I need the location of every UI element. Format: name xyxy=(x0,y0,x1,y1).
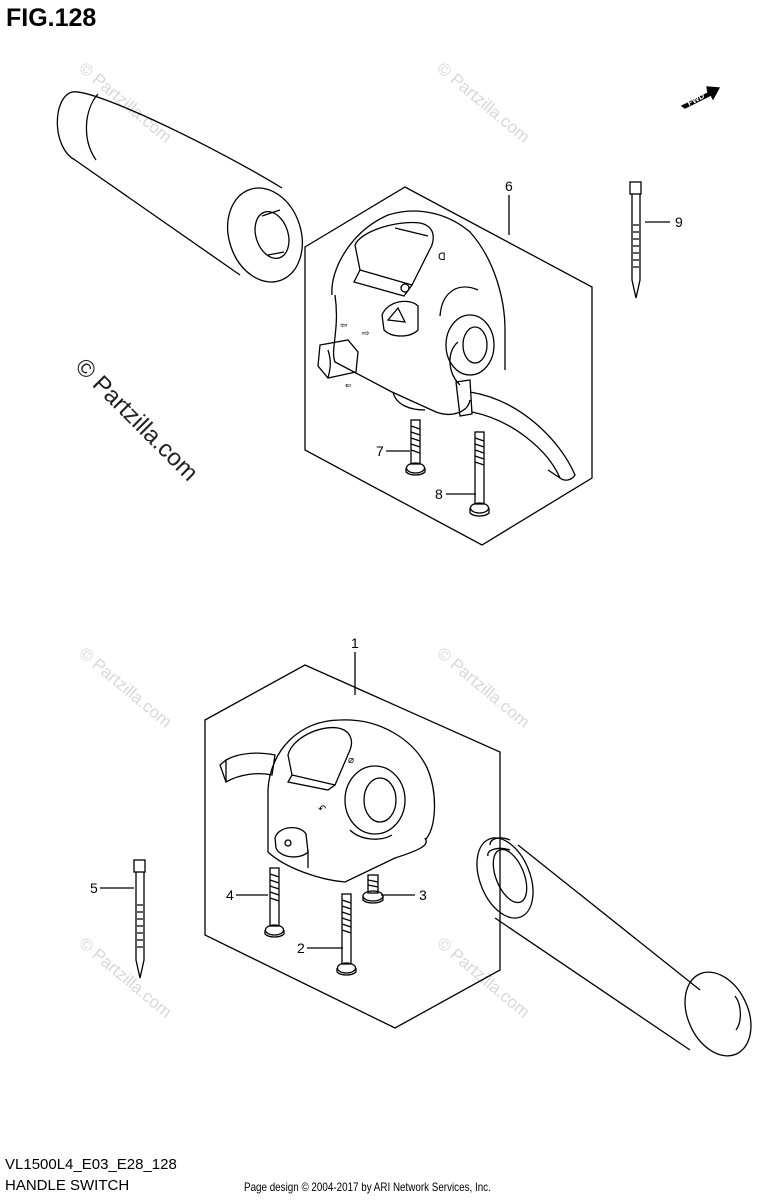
left-grip xyxy=(56,91,303,283)
callout-9: 9 xyxy=(675,214,683,230)
screw-4 xyxy=(264,867,285,938)
watermark-text: © Partzilla.com xyxy=(75,934,175,1022)
figure-name: HANDLE SWITCH xyxy=(5,1177,130,1194)
callout-8: 8 xyxy=(435,486,443,502)
left-handle-switch-box: ⌀ ↶ xyxy=(204,664,501,1029)
watermark-text: © Partzilla.com xyxy=(433,934,533,1022)
svg-text:⇐: ⇐ xyxy=(345,381,352,390)
watermark-text: © Partzilla.com xyxy=(75,59,175,147)
cable-tie-9 xyxy=(629,181,642,299)
callout-1: 1 xyxy=(351,635,359,651)
callout-2: 2 xyxy=(297,940,305,956)
callout-3: 3 xyxy=(419,887,427,903)
watermark-text: © Partzilla.com xyxy=(433,59,533,147)
watermark-text: © Partzilla.com xyxy=(433,644,533,732)
callout-numbers: 1 2 3 4 5 6 7 8 9 xyxy=(90,178,683,956)
callout-6: 6 xyxy=(505,178,513,194)
page-credit: Page design © 2004-2017 by ARI Network S… xyxy=(244,1180,491,1194)
svg-text:⌀: ⌀ xyxy=(348,755,354,766)
figure-title: FIG.128 xyxy=(6,4,97,32)
right-handle-switch-box: ᗡ ⇦ ⇨ ⇐ xyxy=(304,186,593,546)
screw-3 xyxy=(362,874,384,904)
right-grip xyxy=(476,837,752,1057)
parts-diagram: © Partzilla.com © Partzilla.com © Partzi… xyxy=(56,59,752,1057)
svg-text:↶: ↶ xyxy=(318,804,326,815)
svg-text:⇨: ⇨ xyxy=(362,328,370,338)
screw-2 xyxy=(336,893,357,976)
svg-text:⇦: ⇦ xyxy=(340,320,348,330)
callout-5: 5 xyxy=(90,880,98,896)
cable-tie-5 xyxy=(133,859,146,979)
fwd-label: FWD xyxy=(686,91,707,108)
watermark-text-large: © Partzilla.com xyxy=(70,353,203,486)
screw-7 xyxy=(405,419,426,476)
svg-text:ᗡ: ᗡ xyxy=(438,252,446,263)
leader-lines-upper xyxy=(386,195,670,495)
screw-8 xyxy=(469,431,490,517)
figure-code: VL1500L4_E03_E28_128 xyxy=(5,1156,177,1173)
watermark-layer: © Partzilla.com © Partzilla.com © Partzi… xyxy=(70,59,534,1022)
fwd-arrow: FWD xyxy=(680,86,721,109)
callout-4: 4 xyxy=(226,887,234,903)
leader-lines-lower xyxy=(100,652,415,949)
callout-7: 7 xyxy=(376,443,384,459)
watermark-text: © Partzilla.com xyxy=(75,644,175,732)
